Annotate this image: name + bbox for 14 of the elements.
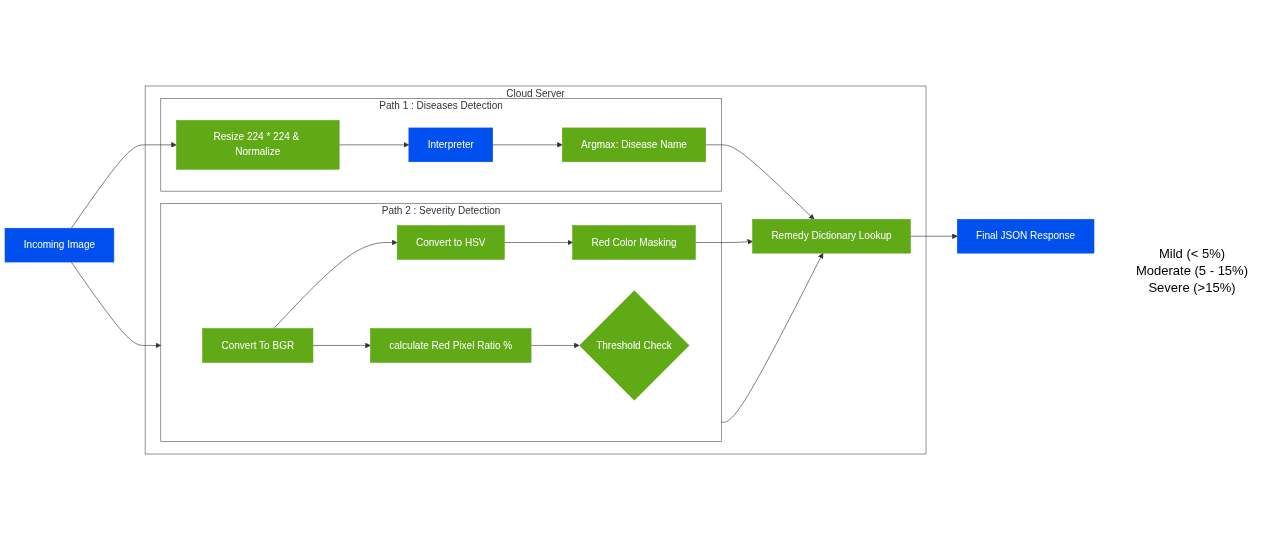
node-box: Convert to HSV xyxy=(396,225,505,260)
severity-note: Mild (< 5%) xyxy=(1157,245,1227,261)
node-box: Convert To BGR xyxy=(202,328,314,363)
severity-note: Moderate (5 - 15%) xyxy=(1135,262,1249,278)
node-box: Argmax: Disease Name xyxy=(562,127,706,163)
node-box: Final JSON Response xyxy=(957,219,1095,254)
node-box: Red Color Masking xyxy=(572,225,696,260)
node-box: Incoming Image xyxy=(4,227,115,263)
severity-note: Severe (>15%) xyxy=(1147,279,1237,295)
node-diamond: Threshold Check xyxy=(579,290,690,401)
node-box: Interpreter xyxy=(408,127,493,163)
node-box: Remedy Dictionary Lookup xyxy=(752,219,911,254)
node-box: calculate Red Pixel Ratio % xyxy=(370,328,532,363)
node-box: Resize 224 * 224 & Normalize xyxy=(176,120,340,170)
